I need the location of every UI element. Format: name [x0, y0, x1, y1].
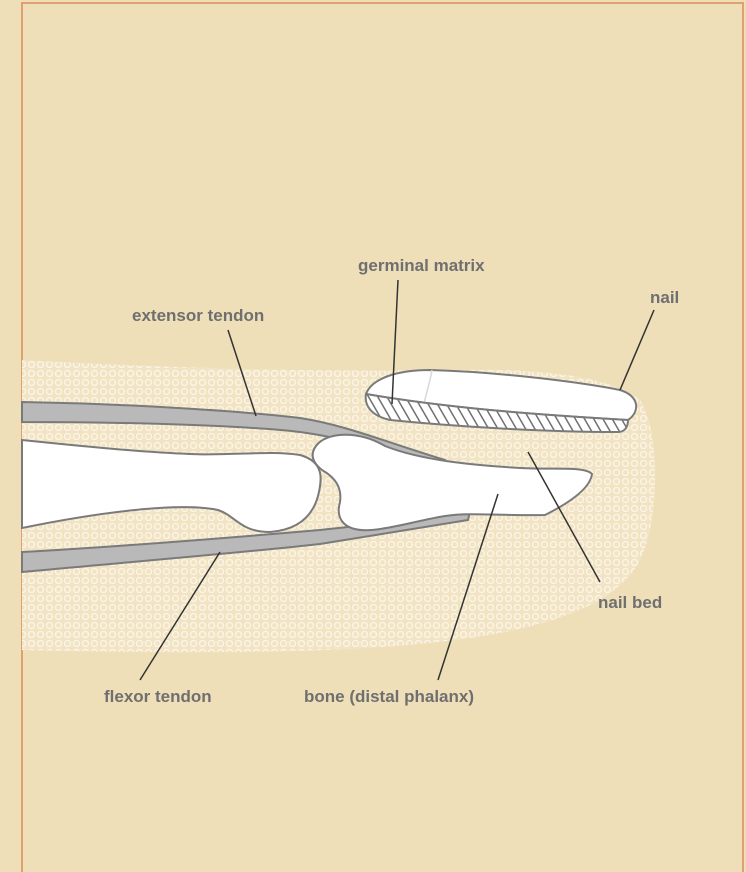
nail-label: nail: [650, 288, 679, 307]
germinal-matrix-label: germinal matrix: [358, 256, 485, 275]
bone-label: bone (distal phalanx): [304, 687, 474, 706]
extensor-tendon-label: extensor tendon: [132, 306, 264, 325]
flexor-tendon-label: flexor tendon: [104, 687, 212, 706]
nail-bed-label: nail bed: [598, 593, 662, 612]
